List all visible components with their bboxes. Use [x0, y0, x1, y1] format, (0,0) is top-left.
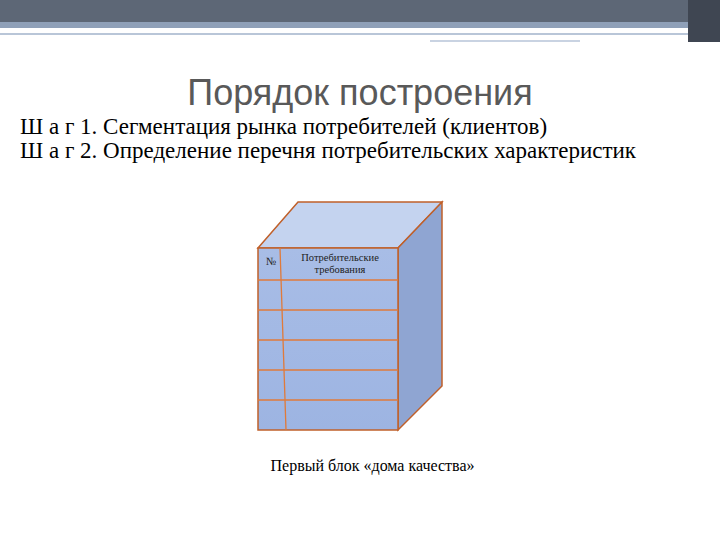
top-stripe	[0, 22, 688, 28]
top-bar	[0, 0, 720, 22]
cube-front	[258, 248, 398, 430]
step-text: Ш а г 2. Определение перечня потребитель…	[20, 139, 650, 163]
top-line	[0, 33, 688, 35]
row-line	[258, 399, 398, 400]
row-line	[258, 369, 398, 370]
table-lines	[258, 248, 398, 430]
slide-title: Порядок построения	[60, 72, 660, 114]
cube-side	[398, 202, 442, 430]
row-line	[258, 309, 398, 310]
top-bar-corner	[688, 0, 720, 42]
top-line	[430, 40, 580, 42]
row-line	[258, 279, 398, 280]
table-block: №Потребительские требования	[258, 248, 398, 430]
number-header: №	[260, 255, 282, 267]
column-line	[280, 248, 286, 430]
row-line	[258, 339, 398, 340]
requirements-header: Потребительские требования	[284, 252, 396, 275]
step-text: Ш а г 1. Сегментация рынка потребителей …	[20, 115, 710, 139]
caption-text: Первый блок «дома качества»	[200, 457, 545, 475]
